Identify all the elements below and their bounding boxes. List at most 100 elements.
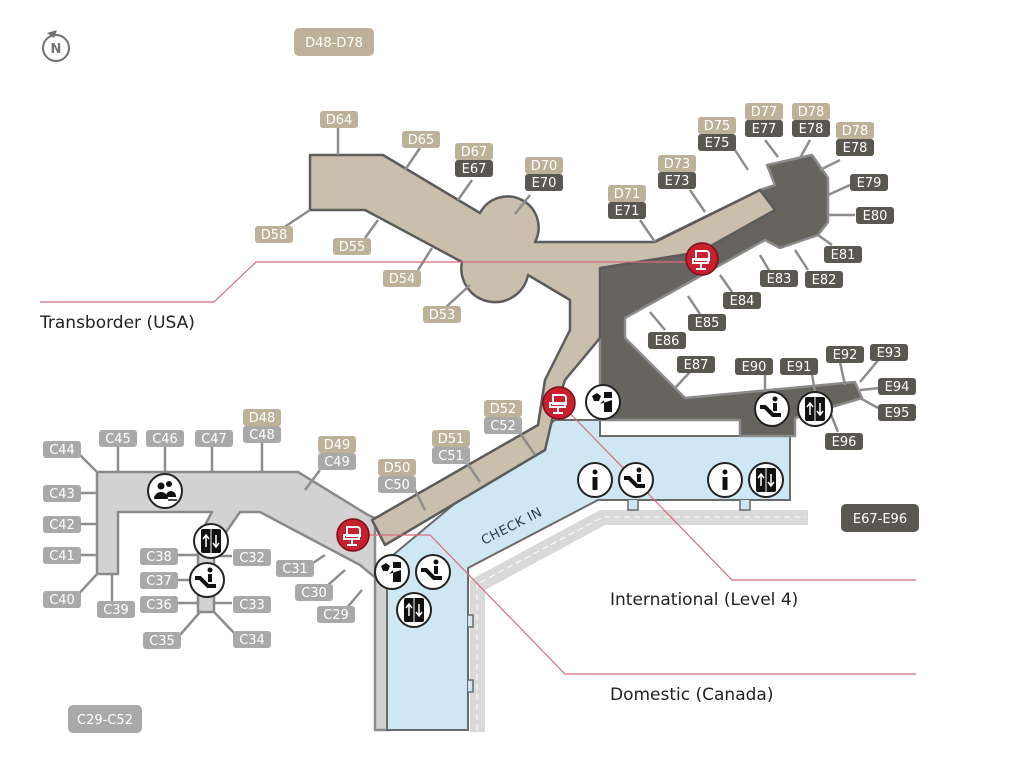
gate-c45[interactable]: C45 bbox=[99, 430, 137, 447]
escalator-icon[interactable] bbox=[189, 562, 225, 598]
gate-label: D71 bbox=[614, 187, 641, 202]
gate-label: E78 bbox=[799, 122, 824, 137]
gate-badge bbox=[484, 417, 522, 434]
gate-c42[interactable]: C42 bbox=[43, 516, 81, 533]
lounge-icon[interactable] bbox=[685, 242, 719, 276]
gate-e92[interactable]: E92 bbox=[826, 346, 864, 363]
gate-c36[interactable]: C36 bbox=[140, 596, 178, 613]
gate-badge bbox=[745, 103, 783, 120]
gate-c40[interactable]: C40 bbox=[43, 591, 81, 608]
elevator-icon[interactable] bbox=[797, 391, 833, 427]
lounge-icon[interactable] bbox=[542, 386, 576, 420]
gate-c29[interactable]: C29 bbox=[317, 606, 355, 623]
gate-c32[interactable]: C32 bbox=[233, 549, 271, 566]
gate-e94[interactable]: E94 bbox=[878, 378, 916, 395]
gate-d58[interactable]: D58 bbox=[255, 226, 293, 243]
gate-d53[interactable]: D53 bbox=[423, 306, 461, 323]
elevator-icon[interactable] bbox=[193, 523, 229, 559]
gate-c33[interactable]: C33 bbox=[233, 596, 271, 613]
gate-d65[interactable]: D65 bbox=[402, 131, 440, 148]
gate-d55[interactable]: D55 bbox=[333, 238, 371, 255]
info-icon[interactable] bbox=[707, 462, 743, 498]
gate-e90[interactable]: E90 bbox=[735, 358, 773, 375]
legend-transborder[interactable]: Transborder (USA) bbox=[39, 313, 195, 333]
gate-label: D52 bbox=[490, 402, 517, 417]
gate-badge bbox=[455, 143, 493, 160]
gate-e82[interactable]: E82 bbox=[805, 271, 843, 288]
gate-c43[interactable]: C43 bbox=[43, 485, 81, 502]
customs-icon[interactable] bbox=[585, 384, 621, 420]
badge-international-label: E67-E96 bbox=[853, 512, 907, 527]
gate-c30[interactable]: C30 bbox=[295, 584, 333, 601]
gate-c41[interactable]: C41 bbox=[43, 547, 81, 564]
gate-badge bbox=[318, 453, 356, 470]
gate-c31[interactable]: C31 bbox=[276, 560, 314, 577]
gate-c44[interactable]: C44 bbox=[43, 441, 81, 458]
gate-badge bbox=[43, 516, 81, 533]
gate-e85[interactable]: E85 bbox=[688, 314, 726, 331]
gate-c47[interactable]: C47 bbox=[195, 430, 233, 447]
badge-domestic[interactable]: C29-C52 bbox=[68, 705, 142, 733]
badge-transborder[interactable]: D48-D78 bbox=[294, 28, 374, 56]
gate-c34[interactable]: C34 bbox=[233, 631, 271, 648]
gate-badge bbox=[143, 632, 181, 649]
gate-e91[interactable]: E91 bbox=[780, 358, 818, 375]
customs-icon[interactable] bbox=[374, 554, 410, 590]
lounge-icon[interactable] bbox=[336, 518, 370, 552]
gate-c46[interactable]: C46 bbox=[146, 430, 184, 447]
gate-c39[interactable]: C39 bbox=[97, 601, 135, 618]
gate-badge bbox=[43, 485, 81, 502]
elevator-icon[interactable] bbox=[748, 462, 784, 498]
gate-c35[interactable]: C35 bbox=[143, 632, 181, 649]
gate-badge bbox=[43, 547, 81, 564]
gate-e95[interactable]: E95 bbox=[878, 404, 916, 421]
gate-d54[interactable]: D54 bbox=[383, 270, 421, 287]
gate-badge bbox=[745, 120, 783, 137]
gate-e96[interactable]: E96 bbox=[825, 433, 863, 450]
escalator-icon[interactable] bbox=[618, 462, 654, 498]
gate-c38[interactable]: C38 bbox=[140, 548, 178, 565]
gate-badge bbox=[378, 476, 416, 493]
escalator-icon[interactable] bbox=[754, 391, 790, 427]
gate-e84[interactable]: E84 bbox=[723, 292, 761, 309]
gate-label: C41 bbox=[49, 549, 75, 564]
badge-international[interactable]: E67-E96 bbox=[841, 504, 919, 532]
elevator-icon[interactable] bbox=[396, 592, 432, 628]
gate-e87[interactable]: E87 bbox=[677, 356, 715, 373]
gate-label: D55 bbox=[339, 240, 366, 255]
escalator-icon[interactable] bbox=[415, 554, 451, 590]
legend-international[interactable]: International (Level 4) bbox=[610, 590, 798, 610]
gate-e93[interactable]: E93 bbox=[870, 344, 908, 361]
gate-badge bbox=[780, 358, 818, 375]
info-icon[interactable] bbox=[577, 462, 613, 498]
gate-e80[interactable]: E80 bbox=[856, 207, 894, 224]
legend-domestic[interactable]: Domestic (Canada) bbox=[610, 685, 773, 705]
gate-e81[interactable]: E81 bbox=[824, 246, 862, 263]
gate-label: E95 bbox=[885, 406, 910, 421]
gate-e83[interactable]: E83 bbox=[760, 270, 798, 287]
gate-d64[interactable]: D64 bbox=[320, 111, 358, 128]
family-area-icon[interactable] bbox=[147, 473, 183, 509]
gate-e86[interactable]: E86 bbox=[648, 332, 686, 349]
gate-badge bbox=[525, 157, 563, 174]
gate-badge bbox=[255, 226, 293, 243]
gate-badge bbox=[826, 346, 864, 363]
gate-badge bbox=[760, 270, 798, 287]
gate-e79[interactable]: E79 bbox=[850, 174, 888, 191]
gate-label: E86 bbox=[655, 334, 680, 349]
gate-c37[interactable]: C37 bbox=[140, 572, 178, 589]
